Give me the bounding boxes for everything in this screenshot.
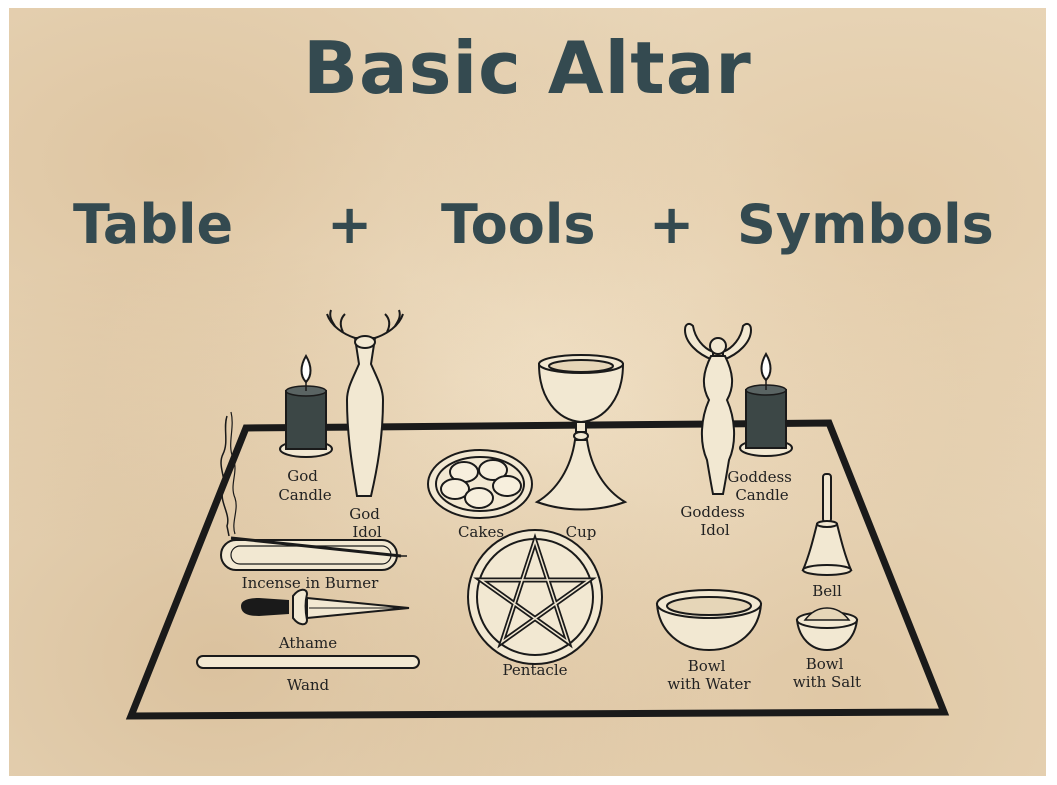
- cup-icon: [534, 354, 628, 511]
- god-candle-label: God Candle: [278, 467, 331, 504]
- cakes-icon: [427, 449, 533, 519]
- bell-icon: [801, 473, 853, 576]
- pentacle-label: Pentacle: [502, 661, 567, 679]
- god-candle-icon: [279, 354, 333, 458]
- bowl-salt-label: Bowl with Salt: [793, 655, 861, 691]
- goddess-idol-label: Goddess Idol: [680, 503, 749, 539]
- formula-tools: Tools: [441, 193, 596, 256]
- god-idol-label: God Idol: [349, 505, 384, 541]
- goddess-idol-icon: [683, 322, 753, 495]
- parchment-background: Basic Altar Table + Tools + Symbols God …: [9, 8, 1046, 776]
- formula-table: Table: [73, 193, 234, 256]
- wand-icon: [196, 655, 420, 669]
- wand-label: Wand: [287, 676, 330, 694]
- bowl-salt-icon: [795, 607, 859, 652]
- bowl-water-label: Bowl with Water: [667, 657, 751, 693]
- goddess-candle-icon: [739, 352, 793, 457]
- incense-burner-icon: [220, 411, 407, 571]
- goddess-candle-label: Goddess Candle: [727, 468, 796, 504]
- bell-label: Bell: [812, 582, 842, 600]
- athame-label: Athame: [278, 634, 337, 652]
- incense-label: Incense in Burner: [242, 574, 379, 592]
- formula-symbols: Symbols: [737, 193, 994, 256]
- athame-icon: [241, 588, 410, 626]
- bowl-water-icon: [655, 589, 763, 652]
- altar-diagram: God Candle God Idol Cakes: [125, 309, 950, 720]
- cup-label: Cup: [566, 523, 597, 541]
- pentacle-icon: [467, 529, 603, 665]
- page-title: Basic Altar: [303, 26, 752, 110]
- cakes-label: Cakes: [458, 523, 504, 541]
- altar-table: [125, 419, 950, 720]
- god-idol-icon: [326, 309, 404, 497]
- formula-plus-2: +: [649, 193, 695, 256]
- formula-plus-1: +: [327, 193, 373, 256]
